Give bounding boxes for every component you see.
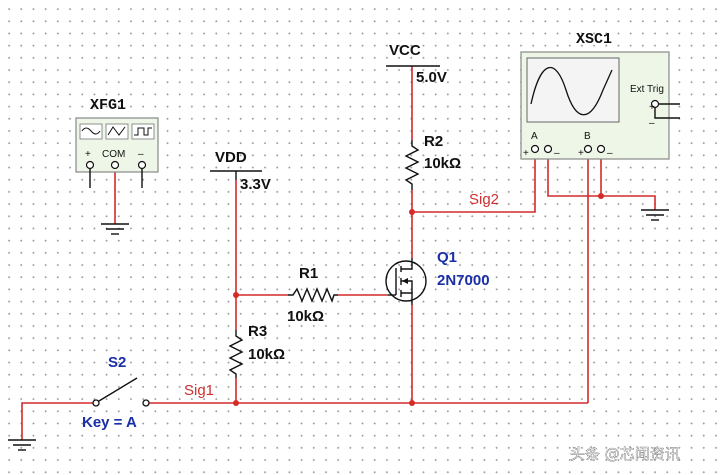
chan-a-plus: + [523,148,529,159]
square-wave-icon[interactable] [131,123,155,140]
wire-sig2[interactable] [412,152,536,213]
scope-screen [526,57,620,123]
vcc-source[interactable]: VCC 5.0V [386,42,447,86]
xsc1-channel-b-label: B [584,131,591,142]
chan-b-plus: + [578,148,584,159]
chan-b-minus-terminal[interactable] [596,144,606,154]
watermark: 头条 @芯闻资讯 [570,445,680,463]
oscilloscope-xsc1[interactable]: XSC1 Ext Trig + – A B + – + – [520,31,680,160]
net-label-sig1: Sig1 [184,382,214,399]
xsc1-name: XSC1 [576,31,612,48]
vdd-value: 3.3V [240,176,271,193]
xsc1-ext-trig-label: Ext Trig [630,84,664,95]
q1-part: 2N7000 [437,272,490,289]
xfg1-minus-label: – [138,149,144,160]
ground-icon [101,223,129,235]
chan-b-minus: – [607,148,613,159]
vcc-label: VCC [389,42,421,59]
wire-switch-ground[interactable] [21,402,96,440]
ext-trig-minus: – [649,118,655,129]
switch-s2[interactable]: S2 Key = A [82,354,150,431]
xfg1-com-terminal[interactable] [110,160,120,170]
junction-dot [598,193,604,199]
mosfet-q1[interactable]: Q1 2N7000 [385,249,490,305]
vcc-value: 5.0V [416,69,447,86]
s2-name: S2 [108,354,126,371]
chan-a-plus-terminal[interactable] [530,144,540,154]
ext-trig-terminal[interactable] [650,99,660,109]
ground-icon [641,209,669,221]
waveform-buttons [79,123,155,140]
xfg1-plus-terminal[interactable] [85,160,95,170]
vdd-label: VDD [215,149,247,166]
junction-dot [409,400,415,406]
r2-name: R2 [424,133,443,150]
mosfet-body-circle [385,260,427,302]
function-generator-xfg1[interactable]: XFG1 + COM – [75,97,159,188]
net-label-sig2: Sig2 [469,191,499,208]
watermark-text: 头条 @芯闻资讯 [570,445,680,463]
resistor-r2[interactable]: R2 10kΩ [404,133,461,190]
vdd-source[interactable]: VDD 3.3V [210,149,271,193]
r3-value: 10kΩ [248,346,285,363]
r3-name: R3 [248,323,267,340]
chan-a-minus-terminal[interactable] [543,144,553,154]
junction-dot [233,400,239,406]
chan-b-plus-terminal[interactable] [583,144,593,154]
scope-trace [530,67,613,116]
xfg1-minus-terminal[interactable] [137,160,147,170]
xfg1-name: XFG1 [90,97,126,114]
xsc1-channel-a-label: A [531,131,538,142]
r1-name: R1 [299,265,318,282]
junction-dot [409,209,415,215]
resistor-r1[interactable]: R1 10kΩ [287,265,338,325]
resistor-r3[interactable]: R3 10kΩ [228,323,285,378]
switch-lever [98,377,138,402]
s2-key: Key = A [82,414,137,431]
xfg1-com-label: COM [102,149,125,160]
junctions [233,193,604,406]
junction-dot [233,292,239,298]
ground-icon [8,439,36,451]
q1-name: Q1 [437,249,457,266]
r2-value: 10kΩ [424,155,461,172]
xfg1-plus-label: + [85,149,91,160]
chan-a-minus: – [554,148,560,159]
r1-value: 10kΩ [287,308,324,325]
ext-trig-plus: + [649,102,655,113]
